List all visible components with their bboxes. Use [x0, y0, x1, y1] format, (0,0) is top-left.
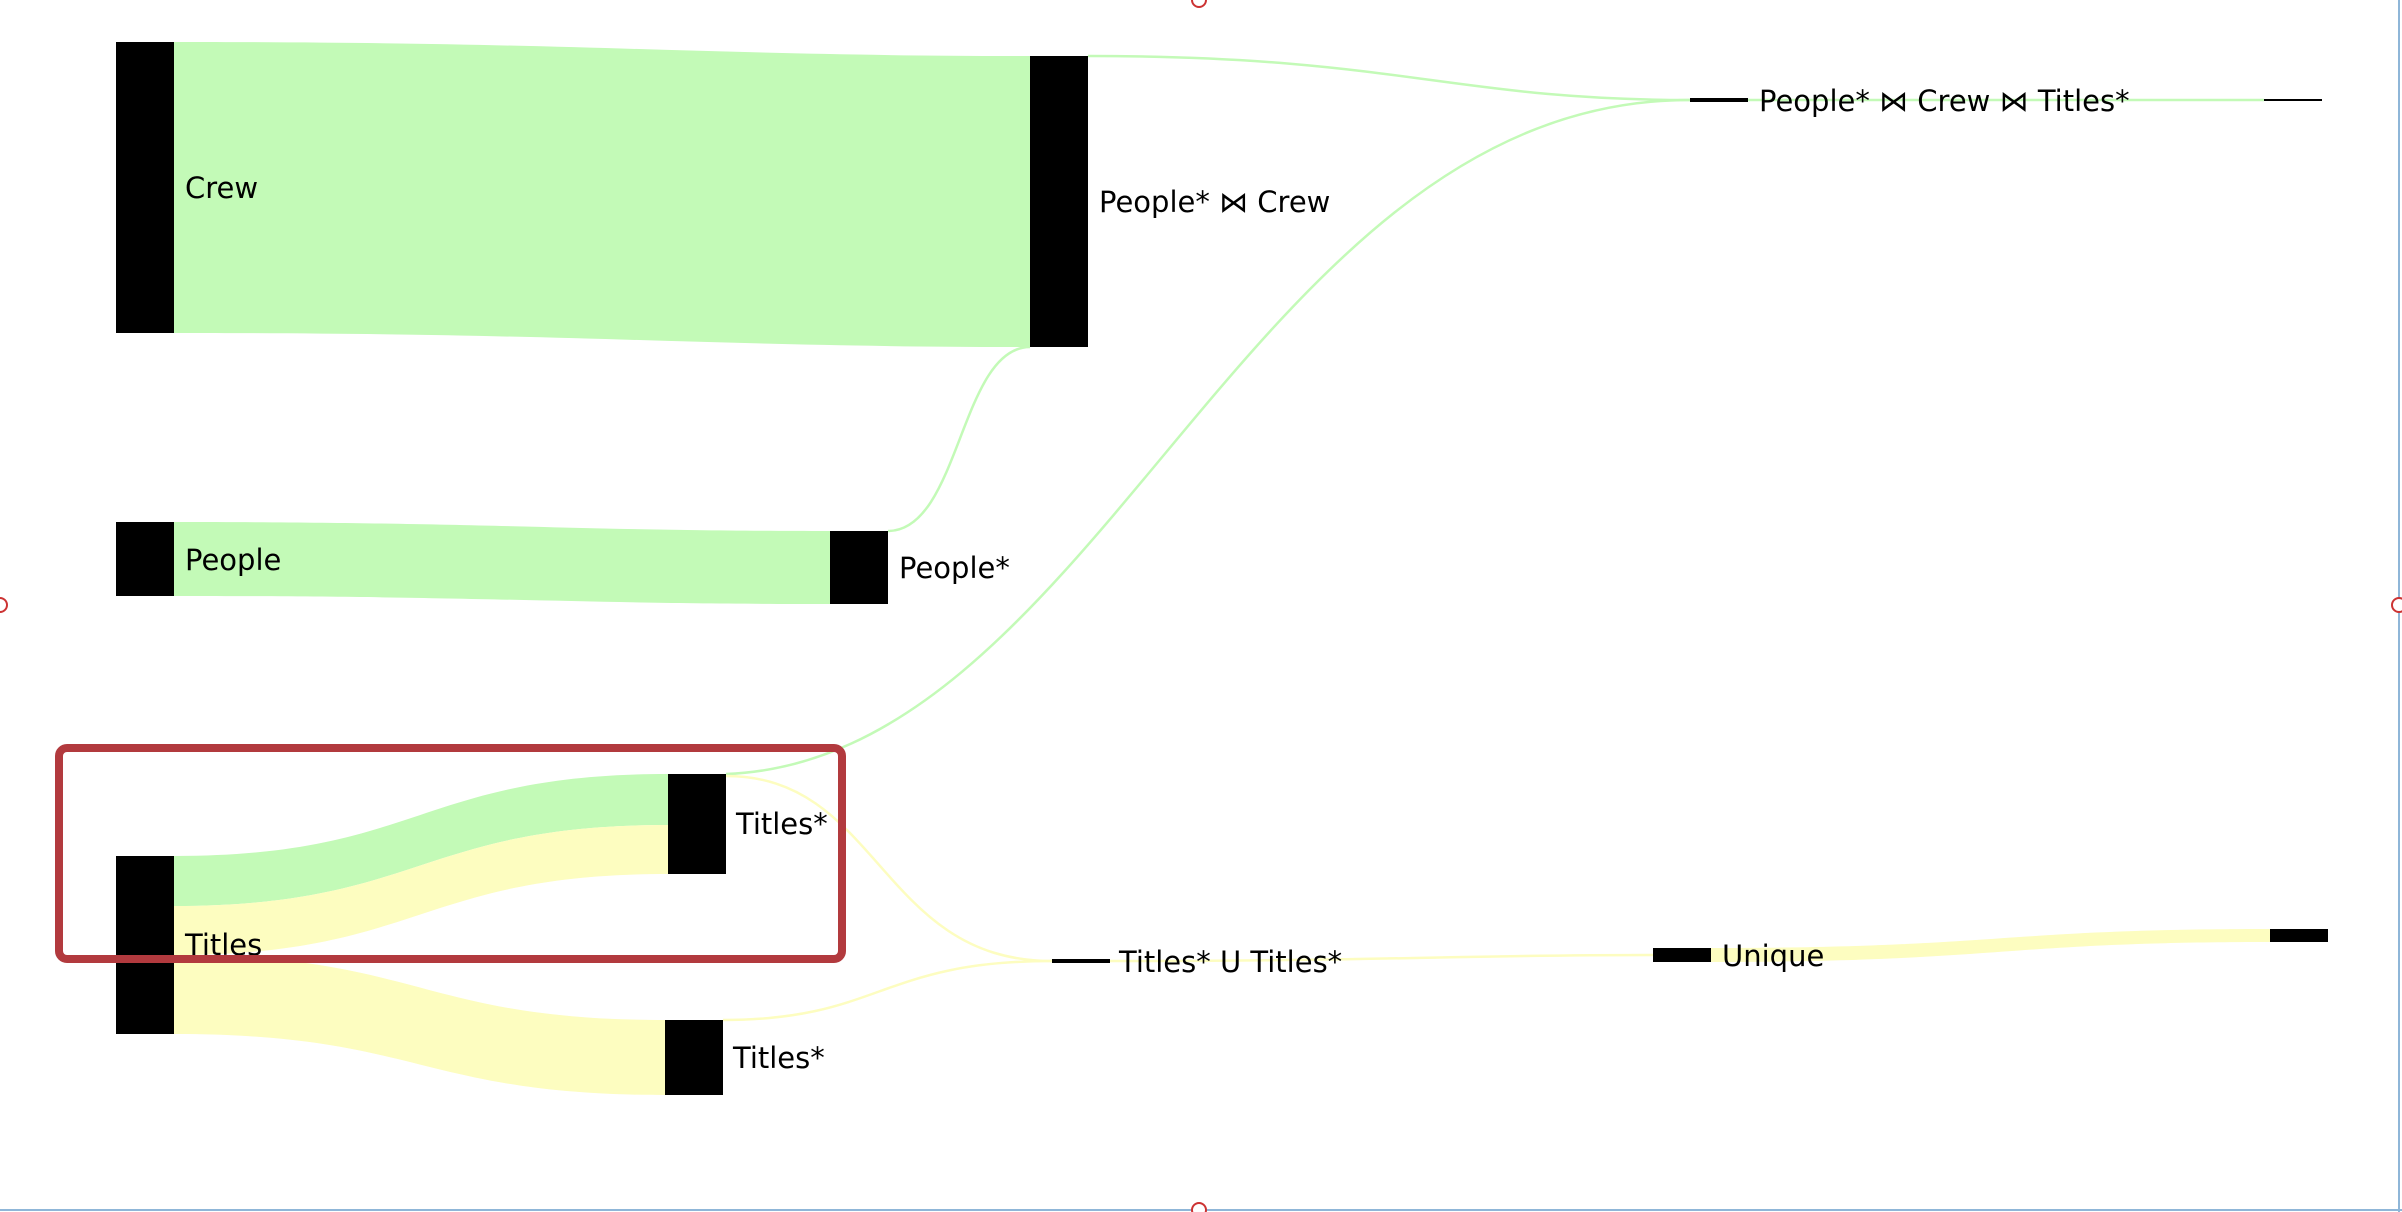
- node-crew[interactable]: [116, 42, 174, 333]
- node-people[interactable]: [116, 522, 174, 596]
- resize-handle-bottom[interactable]: [1191, 1202, 1207, 1212]
- node-triple-join[interactable]: [1690, 98, 1748, 102]
- node-labels: Crew People Titles People* ⋈ Crew People…: [184, 84, 2130, 1075]
- label-triple-join: People* ⋈ Crew ⋈ Titles*: [1759, 84, 2130, 118]
- node-titles-star-b[interactable]: [665, 1020, 723, 1095]
- node-people-crew[interactable]: [1030, 56, 1088, 347]
- flow-titles-star-to-union[interactable]: [725, 774, 1053, 963]
- node-titles[interactable]: [116, 856, 174, 1034]
- node-people-star[interactable]: [830, 531, 888, 604]
- label-people: People: [185, 543, 281, 577]
- label-union: Titles* U Titles*: [1118, 945, 1342, 979]
- resize-handle-right[interactable]: [2391, 597, 2402, 613]
- flow-titles-star-to-triple-join[interactable]: [725, 98, 1691, 776]
- flow-unique-to-end[interactable]: [1711, 929, 2270, 962]
- sankey-nodes: [116, 42, 2328, 1095]
- highlight-box: [55, 744, 846, 963]
- flow-union-to-unique[interactable]: [1109, 953, 1654, 963]
- flow-people-star-to-people-crew[interactable]: [887, 345, 1031, 533]
- flow-crew-to-people-crew[interactable]: [174, 42, 1030, 347]
- label-crew: Crew: [185, 171, 258, 205]
- flow-people-to-people-star[interactable]: [174, 522, 830, 604]
- flow-titles-to-titles-star-lower[interactable]: [174, 955, 665, 1095]
- flow-titles-to-titles-star-yellow[interactable]: [174, 825, 668, 955]
- flow-links: [174, 42, 2270, 1095]
- node-titles-star-a[interactable]: [668, 774, 726, 874]
- resize-handle-left[interactable]: [0, 597, 8, 613]
- flow-people-crew-to-triple-join[interactable]: [1087, 54, 1691, 102]
- label-people-star: People*: [899, 551, 1010, 585]
- node-unique[interactable]: [1653, 948, 1711, 962]
- node-end-top[interactable]: [2264, 99, 2322, 101]
- node-end-bottom[interactable]: [2270, 929, 2328, 942]
- resize-handle-top[interactable]: [1191, 0, 1207, 8]
- flow-titles-to-titles-star-green[interactable]: [174, 774, 668, 906]
- node-union[interactable]: [1052, 959, 1110, 963]
- label-titles-star-a: Titles*: [735, 807, 828, 841]
- label-titles-star-b: Titles*: [732, 1041, 825, 1075]
- flow-titles-star-lower-to-union[interactable]: [722, 959, 1053, 1022]
- label-people-crew: People* ⋈ Crew: [1099, 185, 1330, 219]
- label-unique: Unique: [1722, 939, 1824, 973]
